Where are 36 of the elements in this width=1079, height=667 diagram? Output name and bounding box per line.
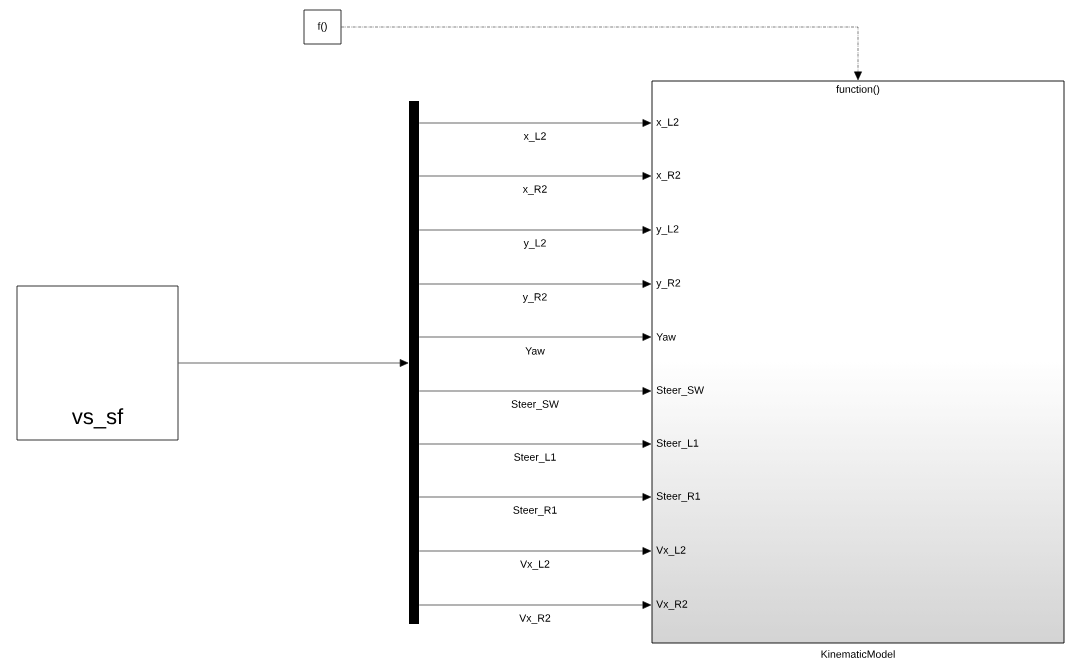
signal-line	[341, 26, 862, 81]
block: f()	[303, 9, 342, 45]
signal-line	[418, 440, 652, 448]
port-label: y_R2	[656, 279, 681, 289]
signal-line	[418, 280, 652, 288]
port-label: x_R2	[656, 171, 681, 181]
port-label: x_L2	[656, 118, 679, 128]
port-label: Steer_R1	[656, 492, 701, 502]
port-label: y_L2	[656, 225, 679, 235]
signal-label: x_L2	[522, 131, 548, 143]
port-label: Yaw	[656, 333, 676, 341]
signal-label: Vx_R2	[518, 613, 552, 625]
port-label: Steer_L1	[656, 439, 699, 449]
signal-line	[178, 359, 409, 367]
port-label: Steer_SW	[656, 386, 704, 396]
signal-line	[418, 172, 652, 180]
signal-label: Vx_L2	[519, 559, 551, 571]
signal-line	[418, 119, 652, 127]
block-name: KinematicModel	[821, 650, 895, 658]
signal-line	[418, 547, 652, 555]
signal-line	[418, 226, 652, 234]
block-label: vs_sf	[71, 408, 124, 429]
signal-label: Steer_R1	[511, 505, 559, 517]
signal-label: x_R2	[521, 184, 549, 196]
signal-line	[418, 333, 652, 341]
signal-label: Yaw	[524, 346, 546, 356]
signal-label: y_R2	[521, 292, 549, 304]
block-title: function()	[836, 85, 880, 95]
signal-label: y_L2	[522, 238, 548, 250]
port-label: Vx_L2	[656, 546, 686, 556]
port-label: Vx_R2	[656, 600, 688, 610]
signal-label: Steer_SW	[510, 399, 560, 411]
signal-label: Steer_L1	[512, 452, 558, 464]
signal-line	[418, 387, 652, 395]
signal-line	[418, 493, 652, 501]
signal-line	[418, 601, 652, 609]
